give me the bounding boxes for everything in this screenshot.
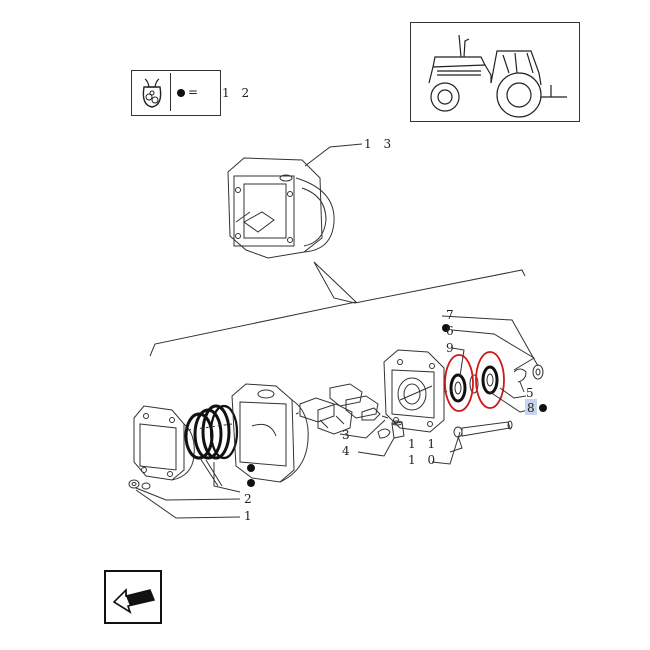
back-arrow-icon <box>112 588 156 614</box>
pin <box>377 428 391 439</box>
gears <box>299 383 381 435</box>
parts-bag-icon <box>134 73 171 111</box>
highlight-ring-8 <box>475 351 505 409</box>
callout-5[interactable]: 5 <box>526 386 538 400</box>
callout-11[interactable]: 1 1 <box>408 437 440 451</box>
kit-dot-seal-8 <box>539 404 547 412</box>
callout-3[interactable]: 3 <box>342 428 354 442</box>
kit-dot-rings-a <box>247 464 255 472</box>
bushing <box>391 420 405 439</box>
tractor-icon <box>428 34 567 118</box>
callout-2[interactable]: 2 <box>244 492 256 506</box>
rear-cover <box>133 405 195 481</box>
kit-dot <box>177 89 185 97</box>
highlight-ring-9 <box>444 354 474 412</box>
shaft-seals <box>449 365 499 403</box>
callout-7[interactable]: 7 <box>446 308 458 322</box>
seal-rings <box>184 404 239 460</box>
callout-4[interactable]: 4 <box>342 444 354 458</box>
kit-equals: = <box>188 85 199 99</box>
callout-1[interactable]: 1 <box>244 509 256 523</box>
front-flange <box>383 349 445 433</box>
kit-dot-seal-6 <box>442 324 450 332</box>
callout-9[interactable]: 9 <box>446 341 458 355</box>
callout-13[interactable]: 1 3 <box>364 137 396 151</box>
kit-legend: = <box>131 70 221 116</box>
tractor-thumbnail <box>410 22 580 122</box>
callout-10[interactable]: 1 0 <box>408 453 440 467</box>
screw-washer <box>128 479 151 490</box>
assembled-pump <box>227 157 335 259</box>
callout-6[interactable]: 6 <box>446 324 458 338</box>
kit-ref-number[interactable]: 1 2 <box>222 86 254 100</box>
kit-dot-rings-b <box>247 479 255 487</box>
long-bolt <box>453 420 513 438</box>
pump-body <box>231 383 309 483</box>
callout-8-highlight <box>525 399 537 415</box>
back-button[interactable] <box>104 570 162 624</box>
callout-8[interactable]: 8 <box>527 401 539 415</box>
